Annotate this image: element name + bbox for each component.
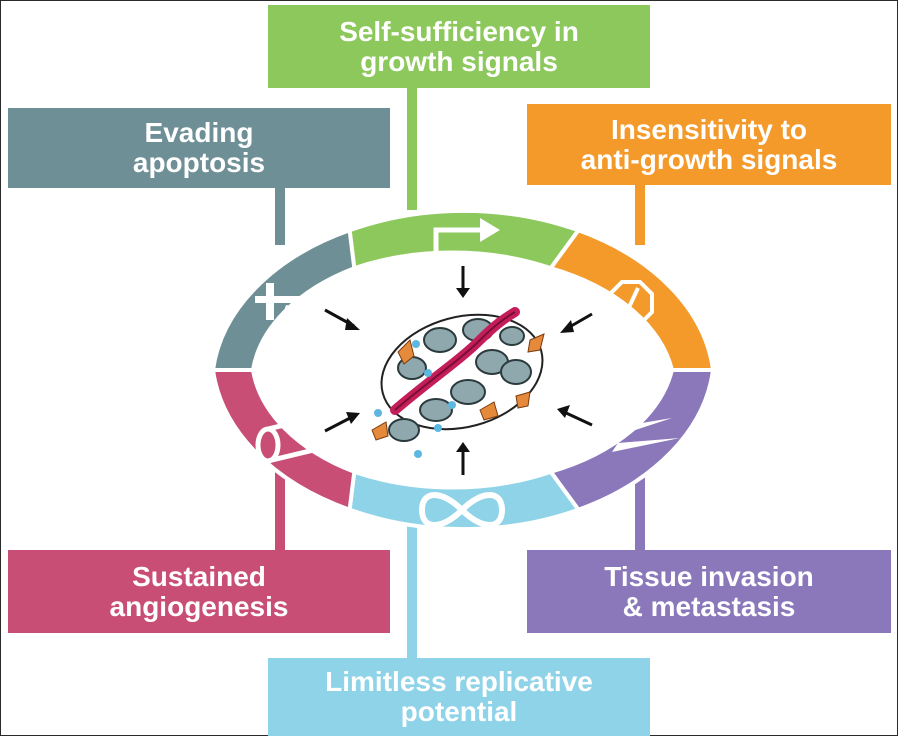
invasion-wedge-icon	[605, 418, 680, 452]
ring-segment-growth	[347, 208, 582, 271]
box-antigrowth	[527, 104, 891, 185]
ring-segment-replicative	[347, 469, 582, 532]
label-growth: Self-sufficiency in growth signals	[268, 5, 650, 88]
tumor-cell-cluster	[371, 307, 545, 458]
box-growth	[268, 5, 650, 88]
label-angiogenesis-line2: angiogenesis	[109, 590, 289, 622]
label-antigrowth: Insensitivity to anti-growth signals	[527, 104, 891, 185]
label-replicative: Limitless replicative potential	[268, 658, 650, 736]
box-angiogenesis	[8, 550, 390, 633]
label-antigrowth-line2: anti-growth signals	[580, 143, 838, 175]
label-apoptosis: Evading apoptosis	[8, 108, 390, 188]
label-replicative-line1: Limitless replicative	[325, 666, 593, 697]
blood-vessel-icon	[255, 414, 331, 464]
label-invasion-line2: & metastasis	[622, 590, 796, 622]
box-replicative	[268, 658, 650, 736]
label-invasion-line1: Tissue invasion	[604, 560, 814, 592]
infinity-icon	[418, 492, 506, 528]
label-growth-line2: growth signals	[360, 45, 558, 77]
label-apoptosis-line1: Evading	[144, 117, 254, 148]
label-angiogenesis: Sustained angiogenesis	[8, 550, 390, 633]
ring-segment-invasion	[547, 368, 716, 513]
stop-sign-icon	[608, 280, 654, 326]
label-invasion: Tissue invasion & metastasis	[527, 550, 891, 633]
label-growth-line1: Self-sufficiency in	[339, 15, 579, 47]
right-arrow-icon	[433, 218, 500, 262]
box-invasion	[527, 550, 891, 633]
box-apoptosis	[8, 108, 390, 188]
label-antigrowth-line1: Insensitivity to	[610, 113, 808, 145]
label-angiogenesis-line1: Sustained	[132, 560, 266, 592]
inward-arrows	[324, 266, 593, 475]
label-replicative-line2: potential	[400, 696, 518, 727]
label-apoptosis-line2: apoptosis	[132, 147, 266, 178]
cross-icon	[255, 283, 319, 320]
